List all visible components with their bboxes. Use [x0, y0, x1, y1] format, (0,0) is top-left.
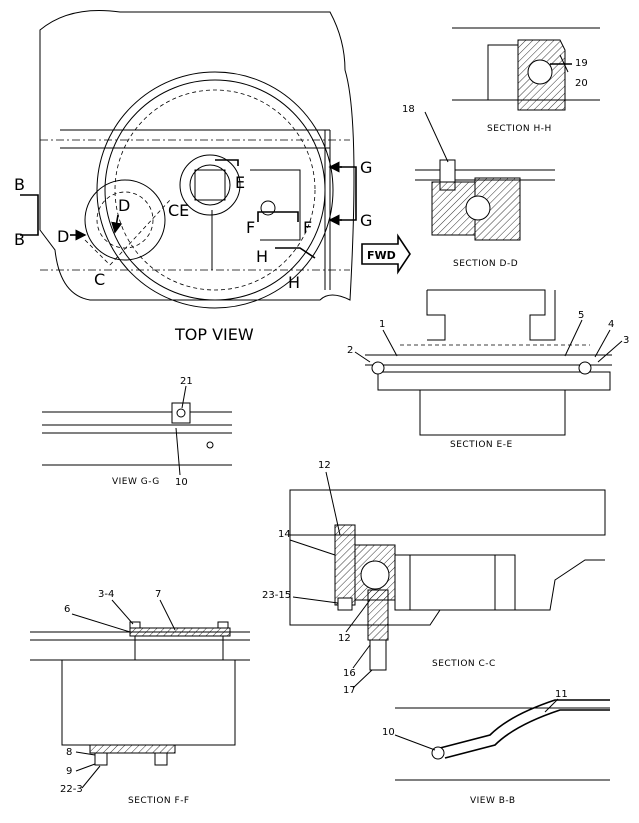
view-bb: 11 10 VIEW B-B — [382, 689, 610, 806]
section-ee-title: SECTION E-E — [450, 440, 513, 450]
callout-22-3: 22-3 — [60, 784, 83, 795]
callout-20: 20 — [575, 78, 588, 89]
callout-21: 21 — [180, 376, 193, 387]
top-view: B B D D C CE E F F G G H H FWD TOP VIEW — [14, 9, 411, 344]
section-ff: 3-4 7 6 8 9 22-3 SECTION F-F — [30, 589, 250, 806]
callout-10: 10 — [382, 727, 395, 738]
callout-5: 5 — [578, 310, 584, 321]
section-letter-c: C — [94, 270, 105, 289]
section-letter-ce: CE — [168, 201, 189, 220]
section-letter-b: B — [14, 175, 25, 194]
section-letter-d: D — [57, 227, 69, 246]
section-hh-title: SECTION H-H — [487, 124, 552, 134]
fwd-label: FWD — [367, 249, 396, 262]
view-gg-title: VIEW G-G — [112, 477, 160, 487]
view-gg: 21 10 VIEW G-G — [42, 376, 232, 488]
callout-6: 6 — [64, 604, 70, 615]
section-letter-f: F — [246, 218, 255, 237]
callout-3: 3 — [623, 335, 629, 346]
section-letter-d: D — [118, 196, 130, 215]
section-letter-h: H — [288, 273, 300, 292]
callout-18: 18 — [402, 104, 415, 115]
callout-3-4: 3-4 — [98, 589, 114, 600]
callout-11: 11 — [555, 689, 568, 700]
section-letter-b: B — [14, 230, 25, 249]
callout-8: 8 — [66, 747, 72, 758]
callout-17: 17 — [343, 685, 356, 696]
section-hh: 19 20 SECTION H-H — [452, 27, 600, 134]
section-ee: 1 2 5 4 3 SECTION E-E — [347, 289, 629, 450]
section-letter-e: E — [235, 173, 245, 192]
section-dd: 18 SECTION D-D — [402, 104, 555, 269]
section-ff-title: SECTION F-F — [128, 796, 190, 806]
section-letter-g: G — [360, 211, 372, 230]
callout-7: 7 — [155, 589, 161, 600]
callout-12: 12 — [338, 633, 351, 644]
callout-14: 14 — [278, 529, 291, 540]
callout-23-15: 23-15 — [262, 590, 291, 601]
callout-19: 19 — [575, 58, 588, 69]
top-view-title: TOP VIEW — [174, 325, 254, 344]
callout-10: 10 — [175, 477, 188, 488]
section-dd-title: SECTION D-D — [453, 259, 518, 269]
callout-4: 4 — [608, 319, 614, 330]
callout-16: 16 — [343, 668, 356, 679]
section-letter-h: H — [256, 247, 268, 266]
section-cc: 12 14 23-15 12 16 17 SECTION C-C — [262, 460, 606, 696]
callout-1: 1 — [379, 319, 385, 330]
callout-2: 2 — [347, 345, 353, 356]
view-bb-title: VIEW B-B — [470, 796, 516, 806]
section-cc-title: SECTION C-C — [432, 659, 496, 669]
callout-9: 9 — [66, 766, 72, 777]
section-letter-f: F — [303, 218, 312, 237]
forward-arrow-icon: FWD — [361, 233, 411, 275]
callout-12: 12 — [318, 460, 331, 471]
section-letter-g: G — [360, 158, 372, 177]
